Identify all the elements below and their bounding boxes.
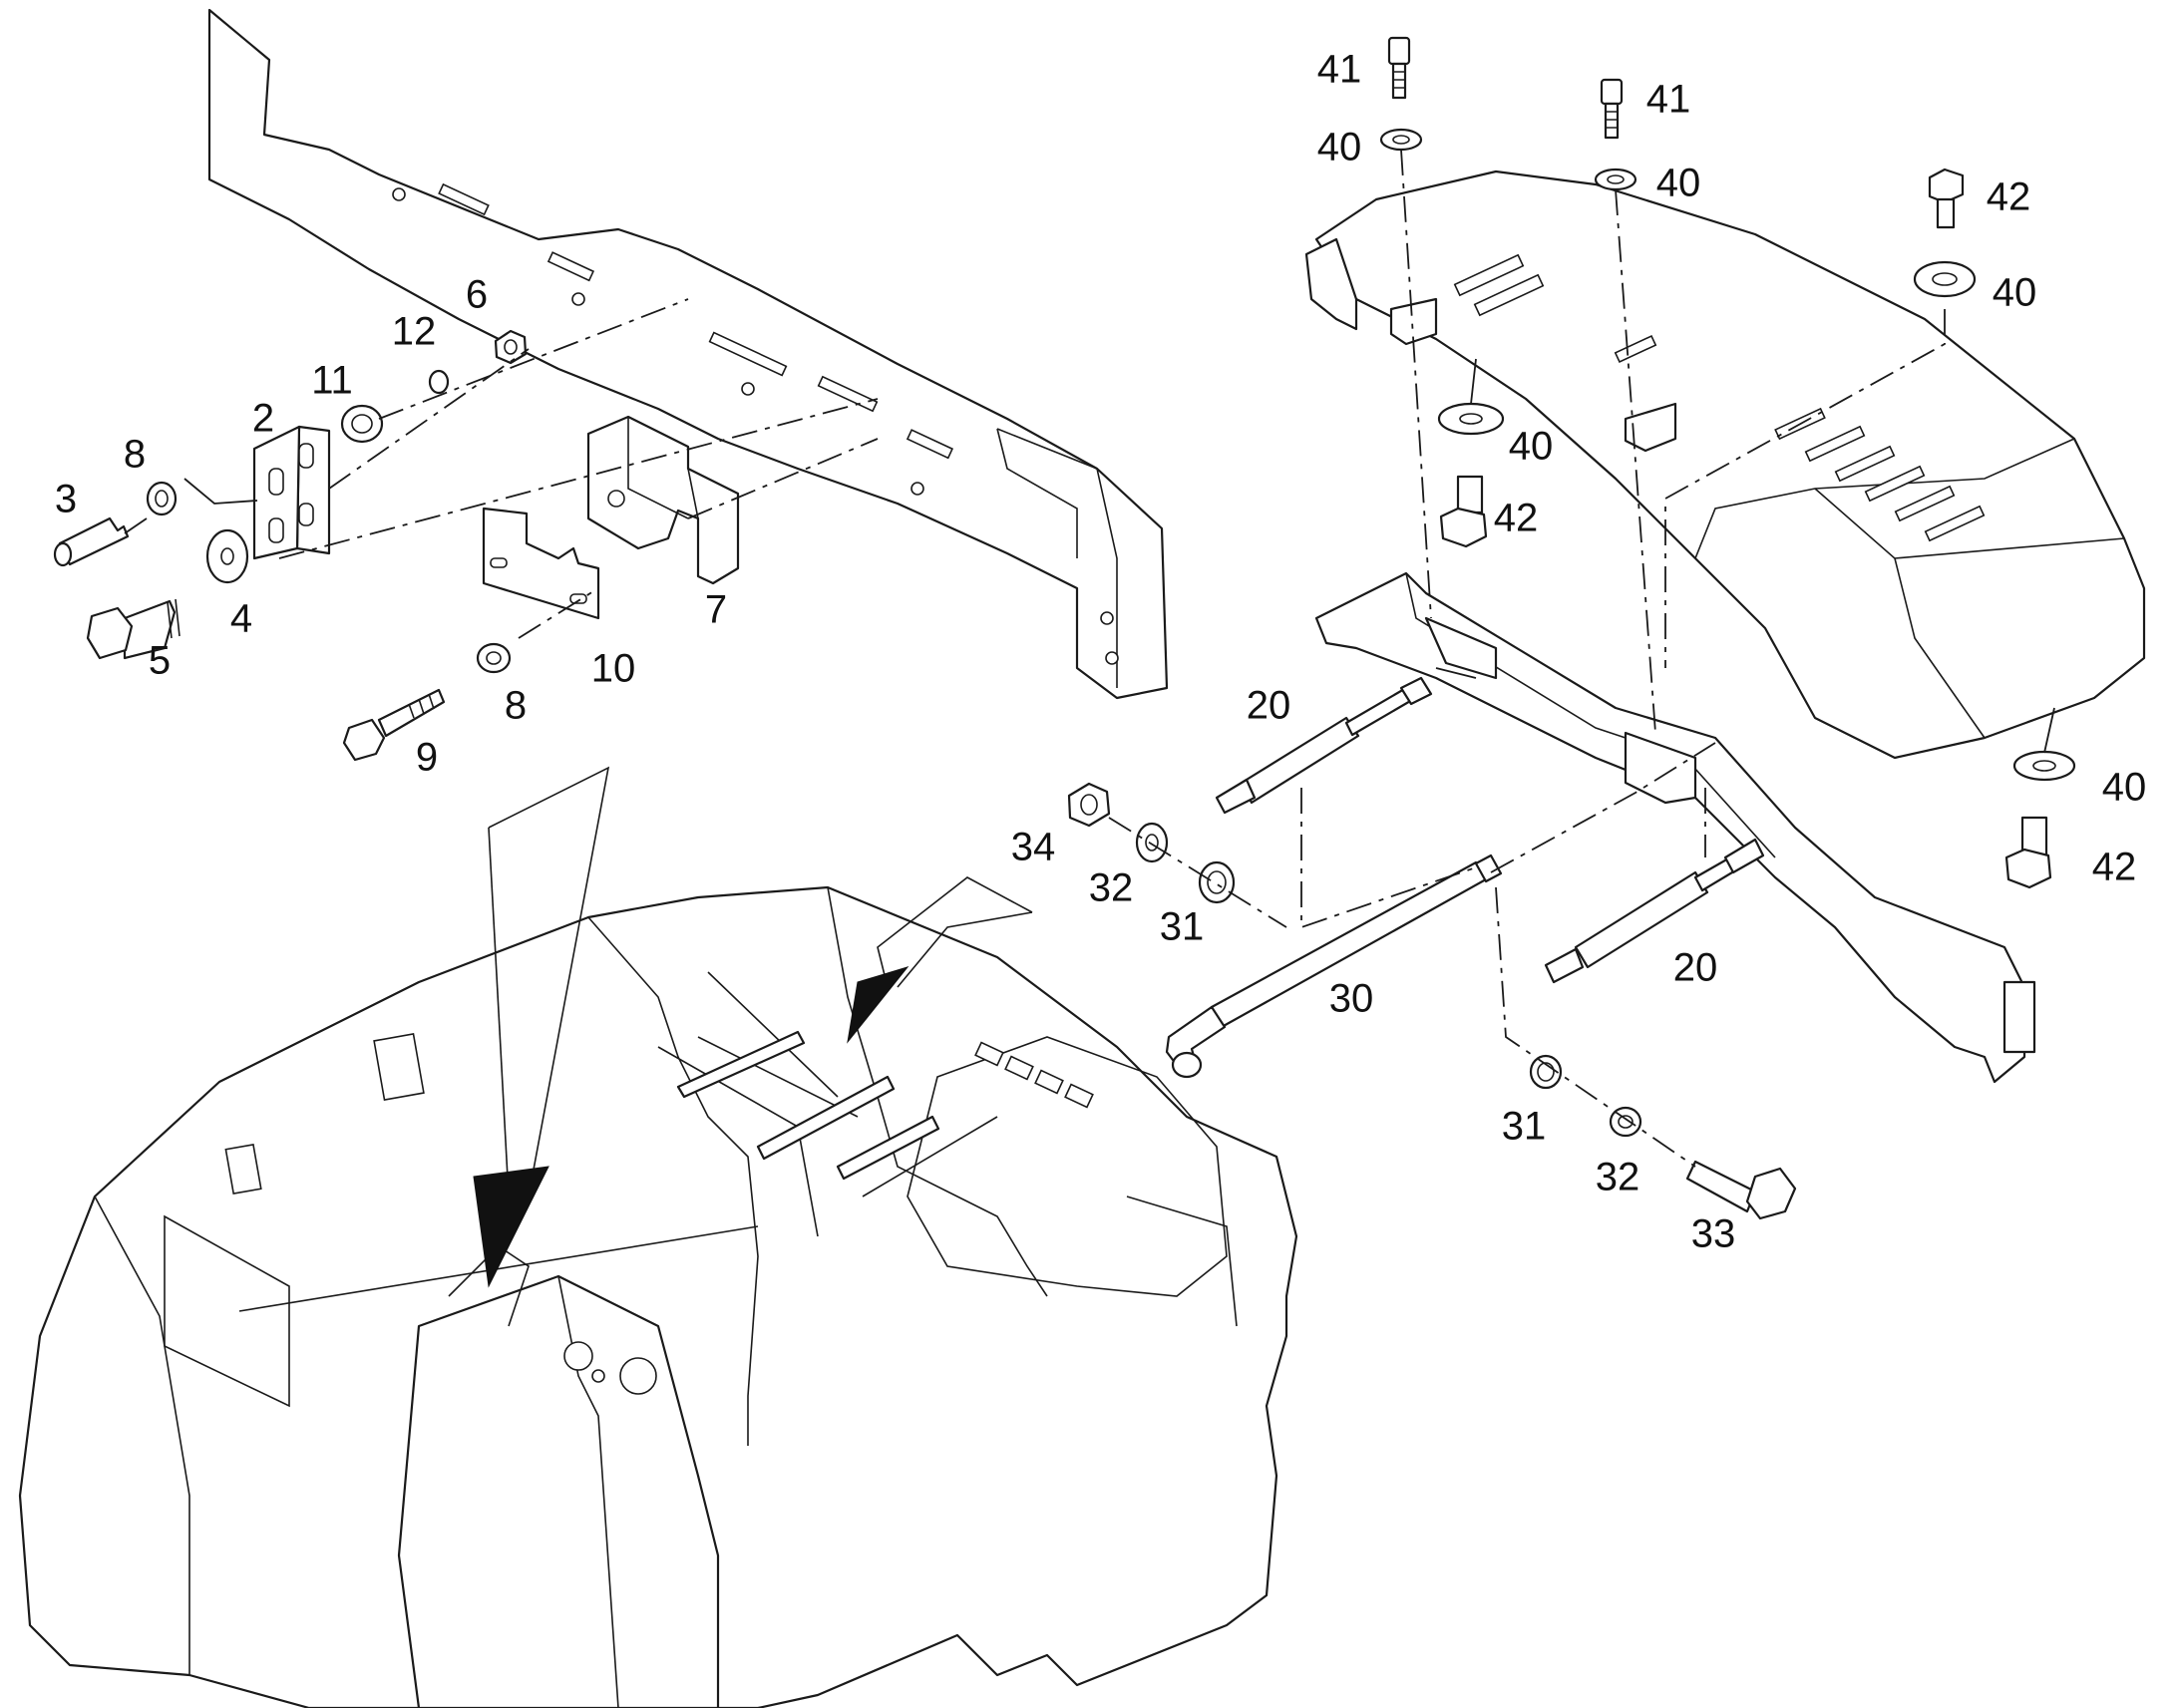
washer-40-right bbox=[1913, 260, 1977, 298]
hinge-frame-rail bbox=[1314, 571, 2036, 1084]
bolt-42-top bbox=[1928, 168, 1965, 229]
engine-cover bbox=[1304, 170, 2146, 760]
leader-screw-41-left bbox=[1400, 149, 1432, 619]
bolt-5 bbox=[86, 598, 181, 660]
callout-3: 3 bbox=[55, 478, 77, 521]
bushing-31-upper bbox=[1198, 860, 1236, 904]
callout-42-mid: 42 bbox=[1494, 497, 1539, 540]
pin-3 bbox=[53, 516, 130, 567]
callout-4: 4 bbox=[230, 597, 252, 641]
leader-strut-upper bbox=[1300, 788, 1477, 929]
leader-rod bbox=[1490, 742, 1716, 873]
nut-6 bbox=[494, 329, 528, 365]
gas-strut-20-lower bbox=[1544, 838, 1765, 984]
installed-struts bbox=[676, 1030, 940, 1181]
support-rod-30 bbox=[1165, 854, 1503, 1079]
leader-left-lower bbox=[278, 398, 879, 559]
callout-32-lower: 32 bbox=[1596, 1156, 1640, 1199]
washer-40-top-left bbox=[1379, 128, 1423, 152]
leader-block-7 bbox=[687, 438, 879, 519]
leader-screw-41-right bbox=[1615, 188, 1656, 734]
clamp-block-7 bbox=[586, 415, 740, 585]
washer-8-upper bbox=[146, 481, 178, 516]
callout-40-top-left: 40 bbox=[1317, 126, 1362, 170]
washer-40-top-right bbox=[1594, 168, 1637, 191]
screw-41-left bbox=[1387, 36, 1411, 100]
washer-40-mid bbox=[1437, 402, 1505, 436]
callout-33: 33 bbox=[1691, 1212, 1736, 1256]
leader-washer-40-mid bbox=[1470, 358, 1477, 405]
callout-11: 11 bbox=[311, 359, 353, 403]
leader-pin-3 bbox=[124, 517, 148, 534]
leader-rod-lower bbox=[1495, 886, 1696, 1168]
callout-31-lower: 31 bbox=[1502, 1105, 1547, 1149]
washer-8-lower bbox=[476, 642, 512, 674]
callout-10: 10 bbox=[591, 647, 636, 691]
leader-left-upper bbox=[378, 298, 689, 420]
washer-4 bbox=[205, 528, 249, 584]
callout-40-lower: 40 bbox=[2102, 766, 2147, 810]
callout-30: 30 bbox=[1329, 977, 1374, 1021]
bracket-plate-2 bbox=[252, 425, 331, 560]
callout-2: 2 bbox=[252, 397, 274, 441]
callout-40-right: 40 bbox=[1993, 271, 2037, 315]
leader-washer-40-lower-right bbox=[2043, 707, 2055, 754]
bolt-42-mid bbox=[1439, 475, 1488, 548]
callout-34: 34 bbox=[1011, 826, 1056, 869]
indicator-arrow-left bbox=[473, 766, 610, 1288]
nut-34 bbox=[1067, 782, 1111, 828]
callout-31-upper: 31 bbox=[1160, 905, 1205, 949]
bolt-42-lower-right bbox=[2004, 816, 2052, 889]
lock-washer-12 bbox=[428, 369, 450, 395]
leader-plate-10 bbox=[518, 587, 599, 639]
machine-body bbox=[18, 885, 1298, 1708]
callout-32-upper: 32 bbox=[1089, 866, 1134, 910]
rear-bracket-beam bbox=[207, 8, 1169, 700]
callout-12: 12 bbox=[392, 310, 437, 354]
callout-5: 5 bbox=[149, 639, 171, 683]
gas-strut-20-upper bbox=[1215, 676, 1433, 815]
indicator-arrow-right bbox=[847, 876, 1033, 1044]
callout-6: 6 bbox=[466, 273, 488, 317]
callout-8-upper: 8 bbox=[124, 433, 146, 477]
callout-20-lower: 20 bbox=[1673, 946, 1718, 990]
callout-41-left: 41 bbox=[1317, 48, 1362, 92]
spacer-11 bbox=[340, 404, 384, 444]
bolt-33 bbox=[1685, 1160, 1797, 1220]
leader-nut-34 bbox=[1108, 817, 1287, 928]
callout-8-lower: 8 bbox=[505, 684, 527, 728]
callout-9: 9 bbox=[416, 736, 438, 780]
callout-42-lower: 42 bbox=[2092, 846, 2137, 889]
callout-40-mid: 40 bbox=[1509, 425, 1554, 469]
washer-40-lower-right bbox=[2012, 750, 2076, 782]
washer-32-upper bbox=[1135, 822, 1169, 863]
callout-labels: 41 40 41 40 42 40 40 42 40 42 6 12 11 2 … bbox=[55, 48, 2146, 1256]
callout-7: 7 bbox=[705, 588, 727, 632]
leader-plate-2 bbox=[183, 478, 258, 505]
leader-washer-40-right bbox=[1664, 309, 1946, 668]
callout-40-top-right: 40 bbox=[1656, 162, 1701, 205]
plate-10 bbox=[482, 507, 600, 620]
leader-strut-20-up bbox=[1435, 667, 1477, 679]
callout-42-top: 42 bbox=[1987, 175, 2031, 219]
callout-41-right: 41 bbox=[1646, 78, 1691, 122]
leader-left-mid bbox=[328, 348, 530, 490]
bolt-9 bbox=[342, 688, 446, 762]
callout-20-upper: 20 bbox=[1247, 684, 1291, 728]
screw-41-right bbox=[1600, 78, 1624, 140]
